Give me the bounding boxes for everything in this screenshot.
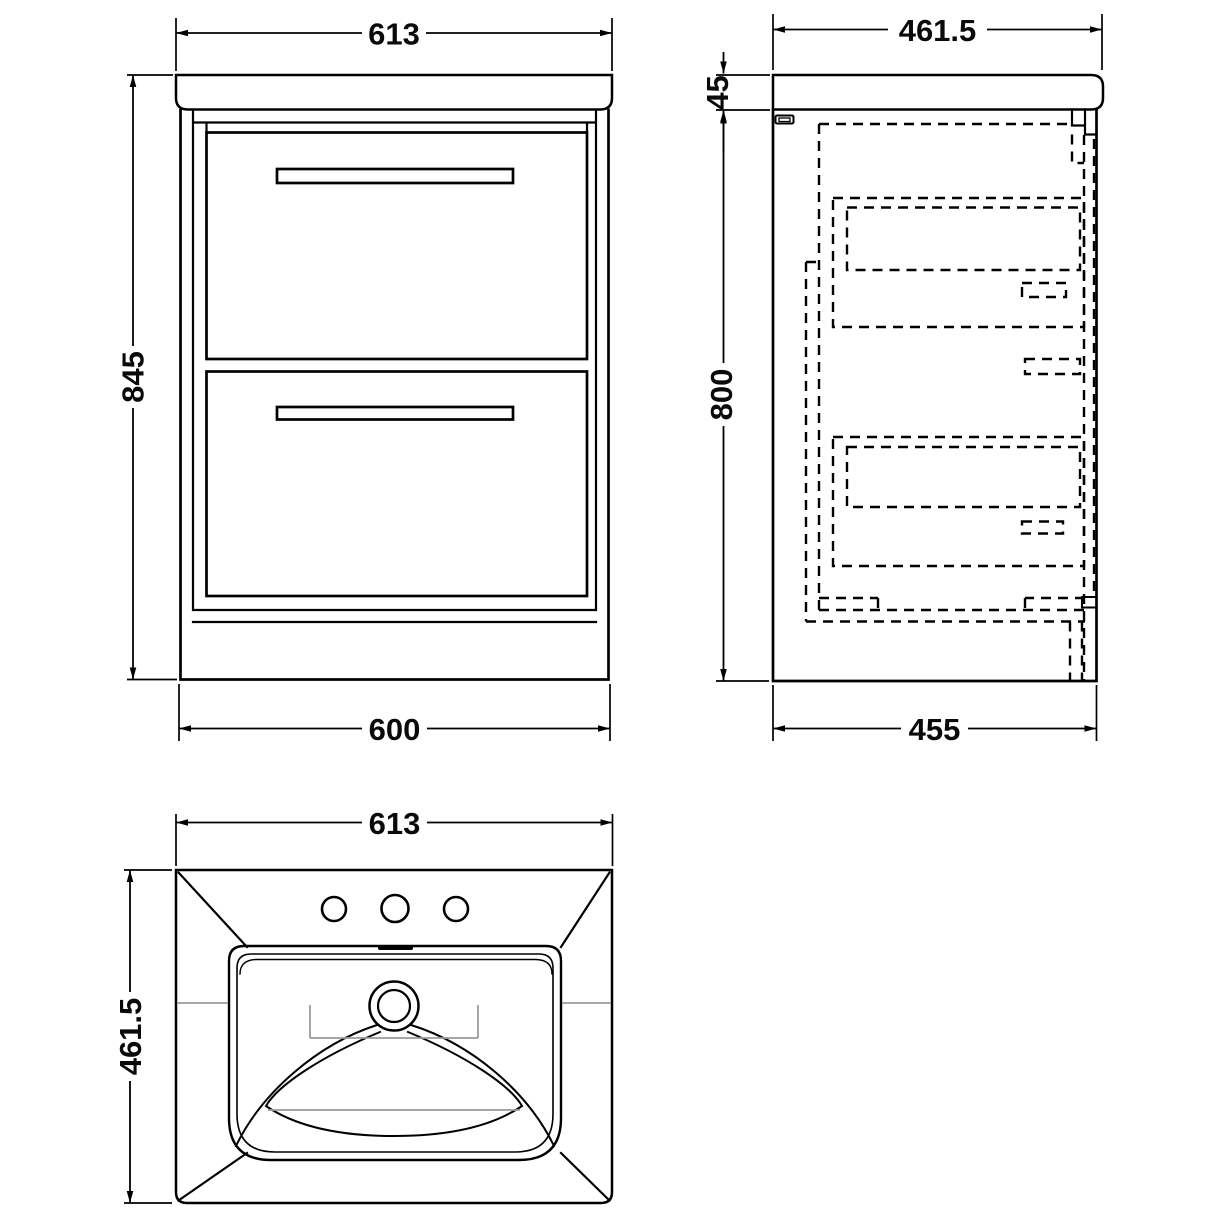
side-elevation-view: 461.5 45 800 455 [700, 13, 1105, 747]
side-depth-top-label-mask [888, 14, 987, 46]
front-height-label: 845 [116, 351, 151, 403]
basin-depth-label: 461.5 [113, 998, 148, 1076]
side-cabinet-carcass [771, 108, 1098, 683]
front-dimension-height-left: 845 [116, 74, 177, 681]
side-depth-bottom-label-mask [901, 712, 968, 745]
side-dimension-height-left: 800 [704, 109, 770, 682]
basin-light-contour-lines [177, 1002, 611, 1111]
basin-width-label: 613 [369, 806, 421, 841]
front-width-bottom-label: 600 [369, 712, 421, 747]
side-drawer-2-hidden [831, 435, 1086, 568]
front-drawer-2-handle [275, 405, 515, 421]
side-height-label-mask [706, 363, 738, 426]
basin-dimension-depth-left: 461.5 [113, 869, 172, 1204]
side-bottom-back-fixing [1081, 596, 1098, 609]
basin-tap-hole-left [320, 895, 348, 923]
basin-dimension-width-top: 613 [175, 806, 614, 866]
side-hidden-carcass-lines [804, 122, 1096, 681]
front-width-top-label: 613 [368, 17, 420, 52]
side-drawer-1-inner [845, 206, 1082, 272]
side-clip-inner [778, 117, 791, 123]
side-dimension-worktop-thickness: 45 [700, 52, 770, 152]
front-dimension-width-top: 613 [175, 17, 613, 71]
front-countertop [174, 73, 614, 111]
front-drawer-2 [205, 370, 589, 598]
side-clip-outer [774, 114, 795, 125]
side-worktop-thickness-label: 45 [700, 75, 735, 109]
basin-rim-lip-line [239, 958, 553, 975]
front-dimension-width-bottom: 600 [178, 684, 611, 747]
basin-tap-hole-center [380, 893, 410, 924]
front-width-top-label-mask [362, 17, 426, 49]
basin-waste-outer [368, 980, 420, 1032]
side-countertop [771, 73, 1105, 111]
front-cabinet-carcass [179, 108, 610, 681]
basin-plan-view: 613 461.5 [113, 806, 614, 1205]
front-drawer-1-handle [275, 167, 515, 185]
front-width-top-extension-lines [175, 18, 613, 71]
side-height-label: 800 [704, 369, 739, 421]
front-width-bottom-label-mask [362, 712, 427, 745]
basin-corner-diagonals [176, 870, 612, 1203]
side-drawer-1-box [831, 196, 1086, 329]
side-drawer-1-hidden [831, 196, 1086, 329]
side-top-back-fixing [1070, 108, 1098, 136]
front-drawer-1 [205, 131, 589, 361]
basin-outer-edge [174, 868, 614, 1205]
basin-tap-hole-right [442, 895, 470, 923]
side-worktop-fixing-clip [774, 114, 795, 125]
basin-bowl-contours [234, 1023, 556, 1148]
side-dimension-depth-bottom: 455 [772, 685, 1098, 747]
side-depth-top-extension-lines [772, 14, 1103, 70]
front-elevation-view: 613 845 600 [116, 17, 614, 747]
side-drawer-2-runner [1020, 520, 1065, 535]
basin-rim-outer [227, 944, 563, 1162]
side-drawer-2-box [831, 435, 1086, 568]
basin-rim-inner [236, 953, 554, 1153]
side-mid-bracket-hidden [1023, 357, 1082, 376]
front-height-label-mask [117, 346, 149, 408]
basin-depth-label-mask [114, 992, 146, 1081]
basin-waste-inner [376, 988, 412, 1024]
side-dimension-depth-top: 461.5 [772, 13, 1103, 70]
side-depth-top-label: 461.5 [899, 13, 977, 48]
side-depth-bottom-label: 455 [909, 712, 961, 747]
side-drawer-1-runner [1020, 281, 1068, 299]
side-drawer-2-inner [845, 445, 1082, 509]
front-cabinet-inner-frame [191, 108, 598, 624]
basin-width-label-mask [362, 806, 427, 839]
